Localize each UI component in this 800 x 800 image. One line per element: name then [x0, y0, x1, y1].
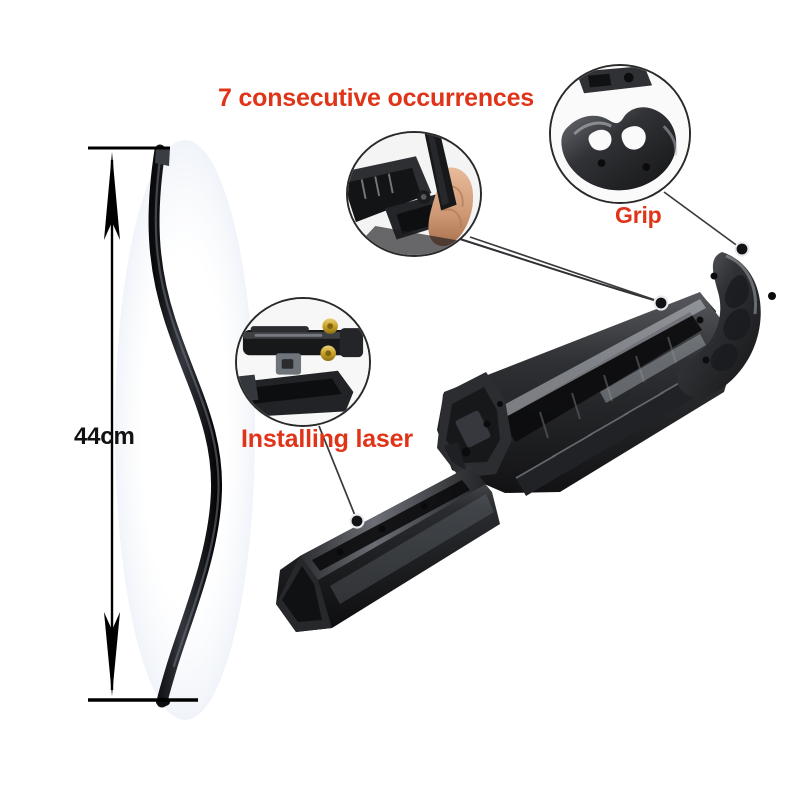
- grip-label: Grip: [615, 202, 662, 228]
- anchor-dot-laser: [349, 513, 365, 529]
- detail-circle-laser: [235, 297, 371, 427]
- laser-label: Installing laser: [241, 425, 413, 453]
- dimension-arrow-up: [104, 152, 120, 240]
- callout-line-laser: [318, 425, 357, 519]
- title-label: 7 consecutive occurrences: [218, 84, 534, 112]
- dimension-line: [88, 146, 198, 702]
- draw-cable: [437, 231, 665, 304]
- anchor-dot-grip: [734, 241, 750, 257]
- crossbow-body: [276, 252, 776, 632]
- detail-circle-grip: [549, 64, 691, 204]
- callout-line-mechanism: [469, 236, 659, 302]
- magazine-slots: [515, 370, 710, 496]
- dimension-arrow-down: [104, 612, 120, 696]
- callout-lines: [318, 191, 740, 519]
- limb-halo: [115, 140, 255, 720]
- detail-circle-mechanism: [346, 131, 482, 257]
- callout-anchor-dots: [349, 241, 750, 529]
- callout-line-grip: [663, 191, 740, 248]
- grip-handle: [677, 252, 776, 398]
- anchor-dot-mechanism: [653, 295, 669, 311]
- bow-limb: [148, 144, 223, 708]
- dimension-label: 44cm: [74, 423, 135, 450]
- lower-rail: [276, 466, 500, 632]
